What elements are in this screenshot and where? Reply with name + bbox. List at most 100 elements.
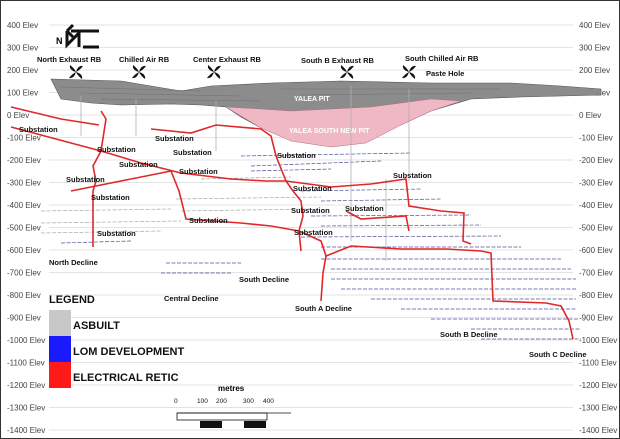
elevation-label-left: 0 Elev (7, 111, 29, 120)
elevation-label-right: -900 Elev (579, 314, 613, 323)
elevation-label-left: -1200 Elev (7, 381, 45, 390)
elevation-label-right: -300 Elev (579, 179, 613, 188)
substation-label: Substation (277, 151, 316, 160)
elevation-label-right: -600 Elev (579, 246, 613, 255)
development-level (40, 220, 182, 224)
substation-label: Substation (345, 204, 384, 213)
scale-bar: metres 0 100 200 300 400 (174, 384, 291, 428)
south-c-decline-label: South C Decline (529, 350, 587, 359)
elevation-label-left: -400 Elev (7, 201, 41, 210)
substation-label: Substation (91, 193, 130, 202)
development-level (40, 230, 162, 234)
development-levels (40, 152, 581, 340)
legend: LEGEND ASBUILT LOM DEVELOPMENT ELECTRICA… (49, 294, 185, 388)
elevation-label-right: -1000 Elev (579, 336, 617, 345)
elevation-label-left: -1400 Elev (7, 426, 45, 435)
elevation-labels-left: 400 Elev 300 Elev 200 Elev 100 Elev 0 Elev -1… (7, 21, 45, 435)
development-level (310, 214, 472, 217)
elevation-label-right: 300 Elev (579, 44, 610, 53)
yalea-south-pit-label: YALEA SOUTH NEW PIT (289, 128, 370, 135)
south-b-exhaust-rb-label: South B Exhaust RB (301, 56, 375, 65)
fan-icon (207, 65, 221, 79)
fan-icon (402, 65, 416, 79)
legend-item-asbuilt: ASBUILT (73, 320, 120, 332)
elevation-label-left: 300 Elev (7, 44, 38, 53)
legend-swatch-asbuilt (49, 310, 71, 336)
elevation-label-right: -1200 Elev (579, 381, 617, 390)
scale-title: metres (218, 384, 245, 393)
legend-item-lom: LOM DEVELOPMENT (73, 346, 185, 358)
elevation-label-right: -1300 Elev (579, 404, 617, 413)
development-level (180, 208, 312, 212)
elevation-label-left: -900 Elev (7, 314, 41, 323)
north-exhaust-rb-label: North Exhaust RB (37, 55, 102, 64)
substation-label: Substation (119, 160, 158, 169)
elevation-grid (49, 24, 573, 431)
elevation-label-right: 0 Elev (579, 111, 601, 120)
development-level (250, 168, 332, 172)
electrical-retic (10, 106, 574, 340)
south-decline-label: South Decline (239, 275, 289, 284)
elevation-label-right: -1100 Elev (579, 359, 617, 368)
development-level (200, 176, 292, 180)
substation-label: Substation (189, 216, 228, 225)
elevation-label-left: -1100 Elev (7, 359, 45, 368)
elevation-label-left: 200 Elev (7, 66, 38, 75)
elevation-label-left: -1300 Elev (7, 404, 45, 413)
legend-title: LEGEND (49, 294, 95, 306)
substation-label: Substation (97, 145, 136, 154)
elevation-label-left: -800 Elev (7, 291, 41, 300)
central-decline-label: Central Decline (164, 294, 219, 303)
elevation-label-left: -300 Elev (7, 179, 41, 188)
development-level (320, 198, 442, 202)
elevation-label-right: -400 Elev (579, 201, 613, 210)
substation-label: Substation (155, 134, 194, 143)
development-level (60, 240, 132, 244)
south-a-decline-label: South A Decline (295, 304, 352, 313)
elevation-label-left: -700 Elev (7, 269, 41, 278)
south-b-decline-label: South B Decline (440, 330, 498, 339)
legend-item-retic: ELECTRICAL RETIC (73, 372, 179, 384)
chilled-air-rb-label: Chilled Air RB (119, 55, 170, 64)
development-level (300, 235, 502, 238)
development-level (250, 160, 382, 167)
south-chilled-air-rb-label: South Chilled Air RB (405, 54, 479, 63)
elevation-label-left: -200 Elev (7, 156, 41, 165)
development-level (40, 208, 172, 212)
elevation-label-right: 200 Elev (579, 66, 610, 75)
elevation-label-right: -200 Elev (579, 156, 613, 165)
elevation-label-right: 400 Elev (579, 21, 610, 30)
center-exhaust-rb-label: Center Exhaust RB (193, 55, 262, 64)
fan-icon (340, 65, 354, 79)
elevation-label-right: -1400 Elev (579, 426, 617, 435)
elevation-label-right: -500 Elev (579, 224, 613, 233)
fan-icon (132, 65, 146, 79)
elevation-label-left: 400 Elev (7, 21, 38, 30)
scale-tick-400: 400 (263, 398, 274, 405)
elevation-label-left: -600 Elev (7, 246, 41, 255)
legend-swatch-retic (49, 362, 71, 388)
fan-icon (69, 65, 83, 79)
substation-label: Substation (291, 206, 330, 215)
development-level (240, 152, 412, 157)
substation-label: Substation (173, 148, 212, 157)
substation-label: Substation (393, 171, 432, 180)
substation-label: Substation (294, 228, 333, 237)
elevation-label-left: -1000 Elev (7, 336, 45, 345)
substations: SubstationSubstationSubstationSubstation… (19, 125, 432, 238)
elevation-label-right: -100 Elev (579, 134, 613, 143)
paste-hole-label: Paste Hole (426, 69, 464, 78)
north-label: N (56, 36, 63, 46)
elevation-label-right: -700 Elev (579, 269, 613, 278)
scale-tick-100: 100 (197, 398, 208, 405)
raise-bore-fans (69, 65, 416, 79)
substation-label: Substation (66, 175, 105, 184)
yalea-pit-label: YALEA PIT (294, 96, 330, 103)
development-level (300, 188, 422, 192)
yalea-pit: YALEA PIT YALEA SOUTH NEW PIT (50, 78, 602, 148)
elevation-label-left: 100 Elev (7, 89, 38, 98)
scale-tick-200: 200 (216, 398, 227, 405)
